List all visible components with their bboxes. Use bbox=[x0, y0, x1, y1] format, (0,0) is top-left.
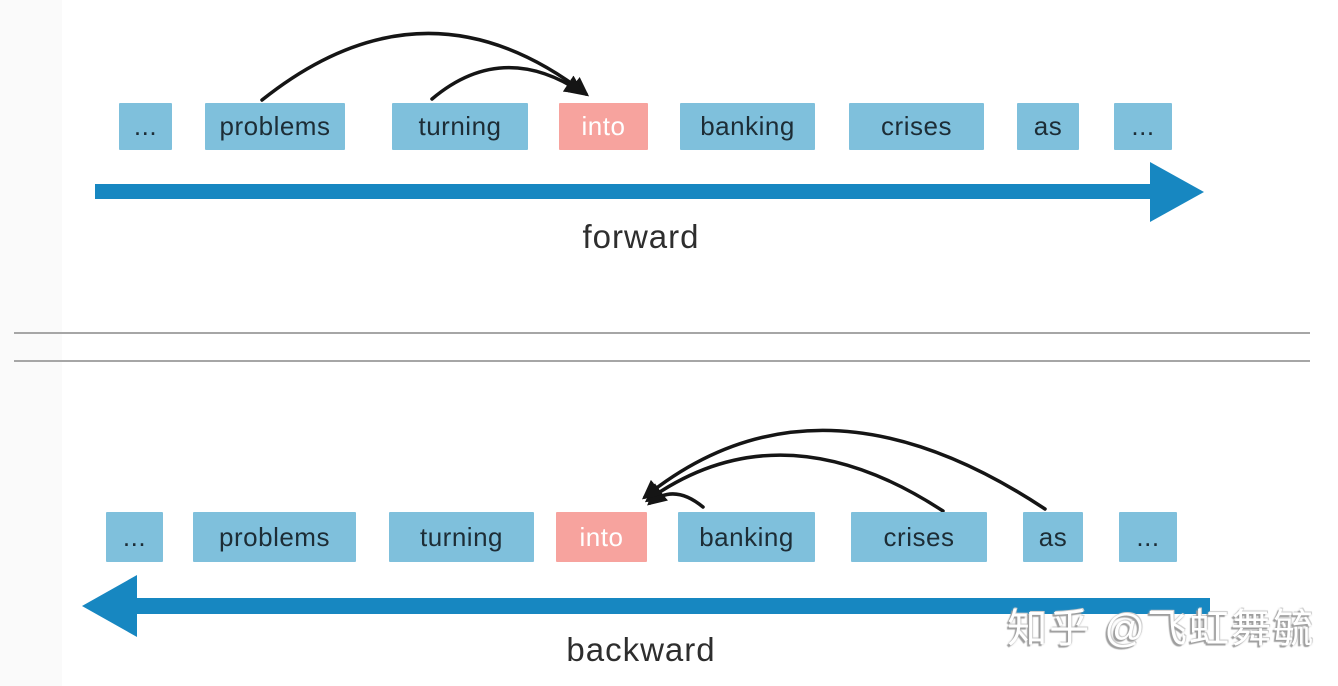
context-arrow-turning-to-into bbox=[430, 66, 585, 101]
token-problems: problems bbox=[193, 512, 356, 562]
token-banking: banking bbox=[680, 103, 815, 150]
context-arrow-problems-to-into bbox=[260, 31, 590, 102]
token-ellipsis-right: ... bbox=[1119, 512, 1177, 562]
forward-arrow-shaft bbox=[95, 184, 1155, 199]
token-crises: crises bbox=[851, 512, 987, 562]
zhihu-watermark: 知乎 @飞虹舞毓 bbox=[1007, 607, 1315, 651]
backward-label: backward bbox=[566, 631, 716, 668]
backward-arrow-head-icon bbox=[82, 575, 137, 637]
backward-direction-arrow bbox=[82, 575, 1210, 637]
token-into-highlighted: into bbox=[559, 103, 648, 150]
token-as: as bbox=[1023, 512, 1083, 562]
context-arrow-banking-to-into bbox=[647, 485, 705, 509]
section-divider-top bbox=[14, 332, 1310, 334]
forward-direction-arrow bbox=[95, 162, 1205, 222]
backward-arrow-shaft bbox=[122, 598, 1210, 614]
token-ellipsis-left: ... bbox=[119, 103, 172, 150]
context-arrow-crises-to-into bbox=[644, 453, 945, 513]
token-problems: problems bbox=[205, 103, 345, 150]
token-turning: turning bbox=[392, 103, 528, 150]
forward-label: forward bbox=[582, 218, 700, 255]
token-ellipsis-right: ... bbox=[1114, 103, 1172, 150]
section-divider-bottom bbox=[14, 360, 1310, 362]
context-arrow-as-to-into bbox=[642, 428, 1047, 511]
token-into-highlighted: into bbox=[556, 512, 647, 562]
forward-arrow-head-icon bbox=[1150, 162, 1204, 222]
token-as: as bbox=[1017, 103, 1079, 150]
token-crises: crises bbox=[849, 103, 984, 150]
token-turning: turning bbox=[389, 512, 534, 562]
token-banking: banking bbox=[678, 512, 815, 562]
token-ellipsis-left: ... bbox=[106, 512, 163, 562]
page-left-margin bbox=[0, 0, 62, 686]
